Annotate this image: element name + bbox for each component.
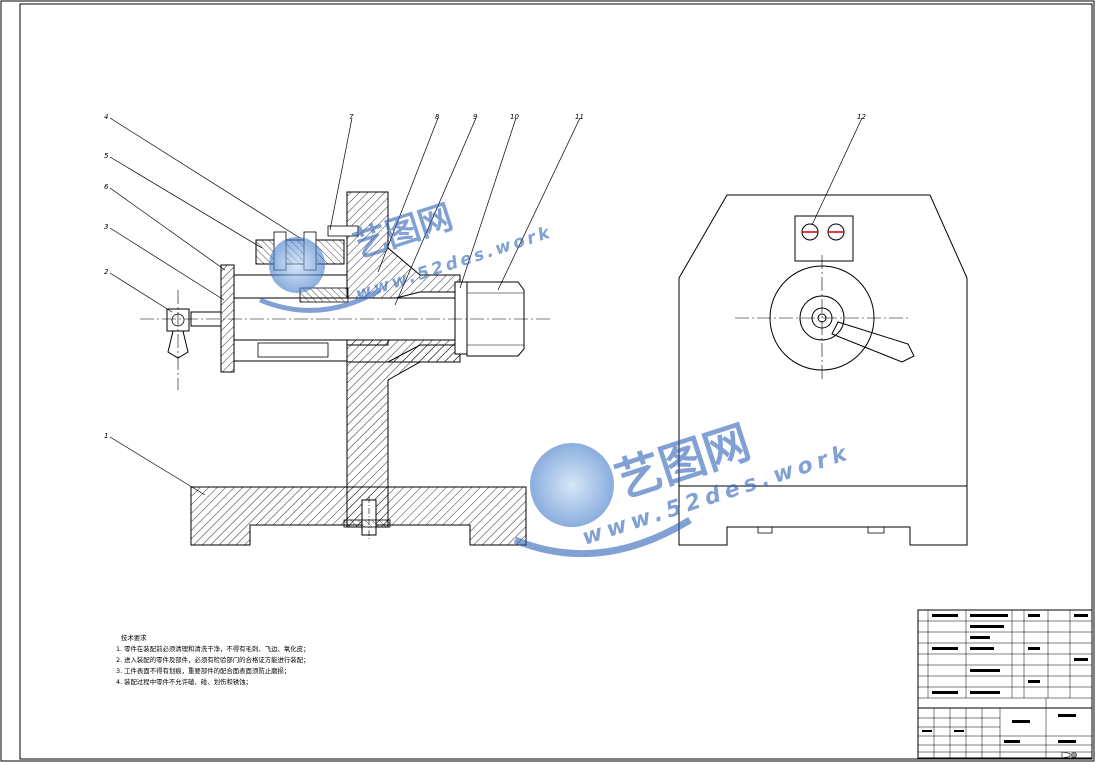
body-flange-lower [346,339,461,363]
part-label: 5 [104,152,109,160]
part-label: 12 [857,113,866,121]
collar [454,281,468,355]
notes-title: 技术要求 [121,633,147,642]
leaders [109,117,863,496]
part-label: 2 [104,268,109,276]
clamp-plate [220,264,235,373]
bolt-block [794,215,854,262]
watermark-logo: 艺图网 www.52des.work [513,414,855,558]
part-label: 4 [104,113,108,121]
part-label: 7 [349,113,354,121]
part-labels: 4 5 6 3 2 1 7 8 9 10 11 12 [104,113,866,440]
side-handle [831,321,915,363]
part-label: 3 [104,223,108,231]
bushing-top [299,287,349,303]
part-label: 9 [473,113,478,121]
part-label: 1 [104,432,108,440]
side-view [678,194,968,546]
notes-line: 1. 零件在装配前必须清理和清洗干净，不得有毛刺、飞边、氧化皮； [116,644,309,653]
part-label: 11 [575,113,584,121]
part-label: 8 [435,113,440,121]
bushing-bot [257,342,329,358]
tech-notes: 技术要求 1. 零件在装配前必须清理和清洗干净，不得有毛刺、飞边、氧化皮； 2.… [116,633,309,686]
part-label: 10 [510,113,519,121]
side-outline [678,194,968,546]
notes-line: 2. 进入装配的零件及部件，必须有检验部门的合格证方能进行装配； [116,655,309,664]
notes-line: 3. 工件表面不得有划痕，重要部件的配合面表面须防止磨损； [116,666,290,675]
title-block [917,609,1093,759]
part-label: 6 [104,183,109,191]
section-view [140,191,550,546]
notes-line: 4. 装配过程中零件不允许磕、碰、划伤和锈蚀； [116,677,252,686]
inner-border [19,3,1093,760]
